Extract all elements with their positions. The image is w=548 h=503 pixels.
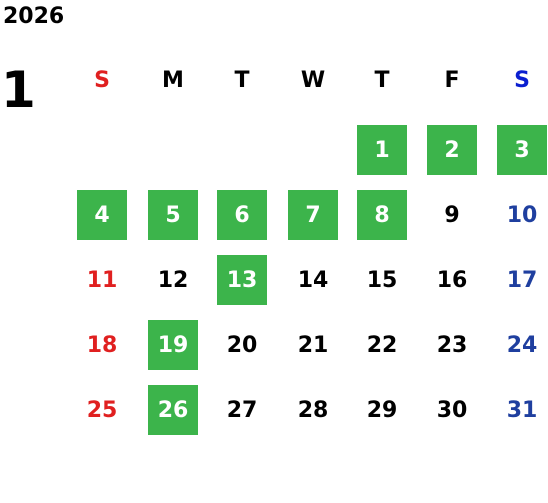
day-cell-25[interactable]: 25 — [86, 397, 118, 423]
day-cell-27[interactable]: 27 — [226, 397, 258, 423]
day-cell-24[interactable]: 24 — [506, 332, 538, 358]
day-cell-6[interactable]: 6 — [217, 190, 267, 240]
day-cell-29[interactable]: 29 — [366, 397, 398, 423]
day-cell-16[interactable]: 16 — [436, 267, 468, 293]
day-cell-10[interactable]: 10 — [506, 202, 538, 228]
day-cell-30[interactable]: 30 — [436, 397, 468, 423]
day-cell-1[interactable]: 1 — [357, 125, 407, 175]
weekday-header-mon: M — [162, 68, 184, 93]
day-cell-17[interactable]: 17 — [506, 267, 538, 293]
weekday-header-sat: S — [514, 68, 530, 93]
day-cell-26[interactable]: 26 — [148, 385, 198, 435]
day-cell-3[interactable]: 3 — [497, 125, 547, 175]
weekday-header-tue: T — [234, 68, 250, 93]
day-cell-23[interactable]: 23 — [436, 332, 468, 358]
weekday-header-wed: W — [300, 68, 326, 93]
month-number: 1 — [1, 61, 36, 119]
day-cell-20[interactable]: 20 — [226, 332, 258, 358]
day-cell-11[interactable]: 11 — [86, 267, 118, 293]
day-cell-12[interactable]: 12 — [157, 267, 189, 293]
day-cell-28[interactable]: 28 — [297, 397, 329, 423]
day-cell-13[interactable]: 13 — [217, 255, 267, 305]
day-cell-9[interactable]: 9 — [444, 202, 460, 228]
day-cell-2[interactable]: 2 — [427, 125, 477, 175]
day-cell-5[interactable]: 5 — [148, 190, 198, 240]
day-cell-8[interactable]: 8 — [357, 190, 407, 240]
weekday-header-sun: S — [94, 68, 110, 93]
year-label: 2026 — [3, 4, 65, 29]
day-cell-19[interactable]: 19 — [148, 320, 198, 370]
day-cell-15[interactable]: 15 — [366, 267, 398, 293]
day-cell-7[interactable]: 7 — [288, 190, 338, 240]
day-cell-31[interactable]: 31 — [506, 397, 538, 423]
day-cell-21[interactable]: 21 — [297, 332, 329, 358]
day-cell-14[interactable]: 14 — [297, 267, 329, 293]
weekday-header-thu: T — [374, 68, 390, 93]
weekday-header-fri: F — [444, 68, 460, 93]
weekday-header-row: S M T W T F S — [0, 66, 548, 96]
day-cell-4[interactable]: 4 — [77, 190, 127, 240]
day-cell-18[interactable]: 18 — [86, 332, 118, 358]
day-cell-22[interactable]: 22 — [366, 332, 398, 358]
